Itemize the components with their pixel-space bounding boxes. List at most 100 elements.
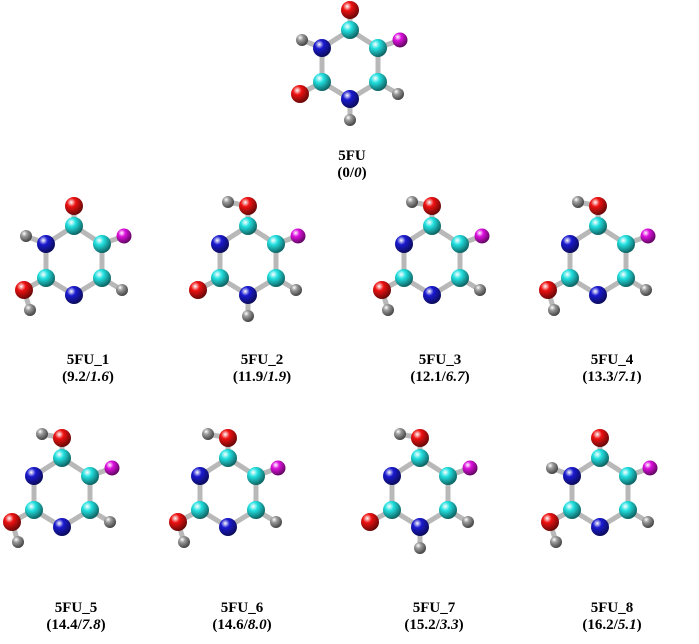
energy-value-1: 9.2 [67,369,86,385]
oxygen-atom [423,197,441,215]
carbon-atom [619,467,637,485]
molecule-caption: 5FU_3(12.1/6.7) [410,352,469,386]
molecule-caption: 5FU_1(9.2/1.6) [62,352,114,386]
carbon-atom [369,73,387,91]
hydrogen-atom [642,516,654,528]
hydrogen-atom [406,196,418,208]
relative-energy: (0/0) [337,165,367,181]
carbon-atom [617,269,635,287]
hydrogen-atom [640,284,652,296]
energy-value-2: 8.0 [247,617,267,633]
carbon-atom [25,501,43,519]
carbon-atom [563,501,581,519]
carbon-atom [93,235,111,253]
nitrogen-atom [411,518,429,536]
nitrogen-atom [395,235,413,253]
molecule-5fu-7 [360,428,490,570]
carbon-atom [617,235,635,253]
molecule-label: 5FU_5 [54,600,98,616]
molecule-caption: 5FU_6(14.6/8.0) [212,600,271,634]
carbon-atom [423,217,441,235]
nitrogen-atom [211,235,229,253]
carbon-atom [369,39,387,57]
molecule-5fu [290,1,420,142]
hydrogen-atom [12,536,24,548]
nitrogen-atom [313,39,331,57]
carbon-atom [561,269,579,287]
nitrogen-atom [53,518,71,536]
carbon-atom [191,501,209,519]
oxygen-atom [189,281,207,299]
molecule-caption: 5FU_2(11.9/1.9) [233,352,291,386]
carbon-atom [267,235,285,253]
nitrogen-atom [563,467,581,485]
fluorine-atom [392,32,408,48]
oxygen-atom [411,429,429,447]
fluorine-atom [474,228,490,244]
molecule-label: 5FU_3 [418,352,462,368]
energy-value-1: 12.1 [415,369,442,385]
carbon-atom [411,449,429,467]
hydrogen-atom [270,516,282,528]
hydrogen-atom [20,230,32,242]
carbon-atom [81,467,99,485]
energy-value-2: 7.1 [617,369,637,385]
carbon-atom [439,501,457,519]
oxygen-atom [3,513,21,531]
molecule-caption: 5FU_5(14.4/7.8) [46,600,105,634]
energy-value-2: 6.7 [445,369,465,385]
fluorine-atom [642,460,658,476]
molecule-5fu-3 [372,196,502,338]
hydrogen-atom [548,304,560,316]
fluorine-atom [116,228,132,244]
molecule-caption: 5FU_7(15.2/3.3) [404,600,463,634]
carbon-atom [65,217,83,235]
hydrogen-atom [242,310,254,322]
carbon-atom [619,501,637,519]
oxygen-atom [341,1,359,19]
hydrogen-atom [222,196,234,208]
carbon-atom [395,269,413,287]
energy-value-2: 0 [354,165,362,181]
oxygen-atom [53,429,71,447]
molecule-label: 5FU_7 [412,600,456,616]
carbon-atom [211,269,229,287]
carbon-atom [37,269,55,287]
energy-value-1: 0 [342,165,350,181]
molecule-5fu-1 [14,197,144,338]
oxygen-atom [239,197,257,215]
energy-value-1: 14.6 [217,617,244,633]
nitrogen-atom [37,235,55,253]
molecule-5fu-5 [2,428,132,570]
energy-value-1: 14.4 [51,617,78,633]
nitrogen-atom [561,235,579,253]
hydrogen-atom [392,88,404,100]
carbon-atom [81,501,99,519]
energy-value-2: 3.3 [439,617,459,633]
energy-value-1: 16.2 [587,617,614,633]
hydrogen-atom [116,284,128,296]
hydrogen-atom [572,196,584,208]
molecule-caption: 5FU(0/0) [337,148,366,182]
hydrogen-atom [104,516,116,528]
hydrogen-atom [382,304,394,316]
hydrogen-atom [178,536,190,548]
fluorine-atom [462,460,478,476]
nitrogen-atom [191,467,209,485]
fluorine-atom [290,228,306,244]
relative-energy: (11.9/1.9) [232,369,292,385]
nitrogen-atom [423,286,441,304]
carbon-atom [267,269,285,287]
molecule-caption: 5FU_8(16.2/5.1) [582,600,641,634]
hydrogen-atom [36,428,48,440]
carbon-atom [383,501,401,519]
energy-value-2: 7.8 [81,617,101,633]
nitrogen-atom [219,518,237,536]
carbon-atom [247,501,265,519]
molecule-5fu-8 [540,429,670,570]
oxygen-atom [361,513,379,531]
hydrogen-atom [414,542,426,554]
hydrogen-atom [546,462,558,474]
hydrogen-atom [550,536,562,548]
